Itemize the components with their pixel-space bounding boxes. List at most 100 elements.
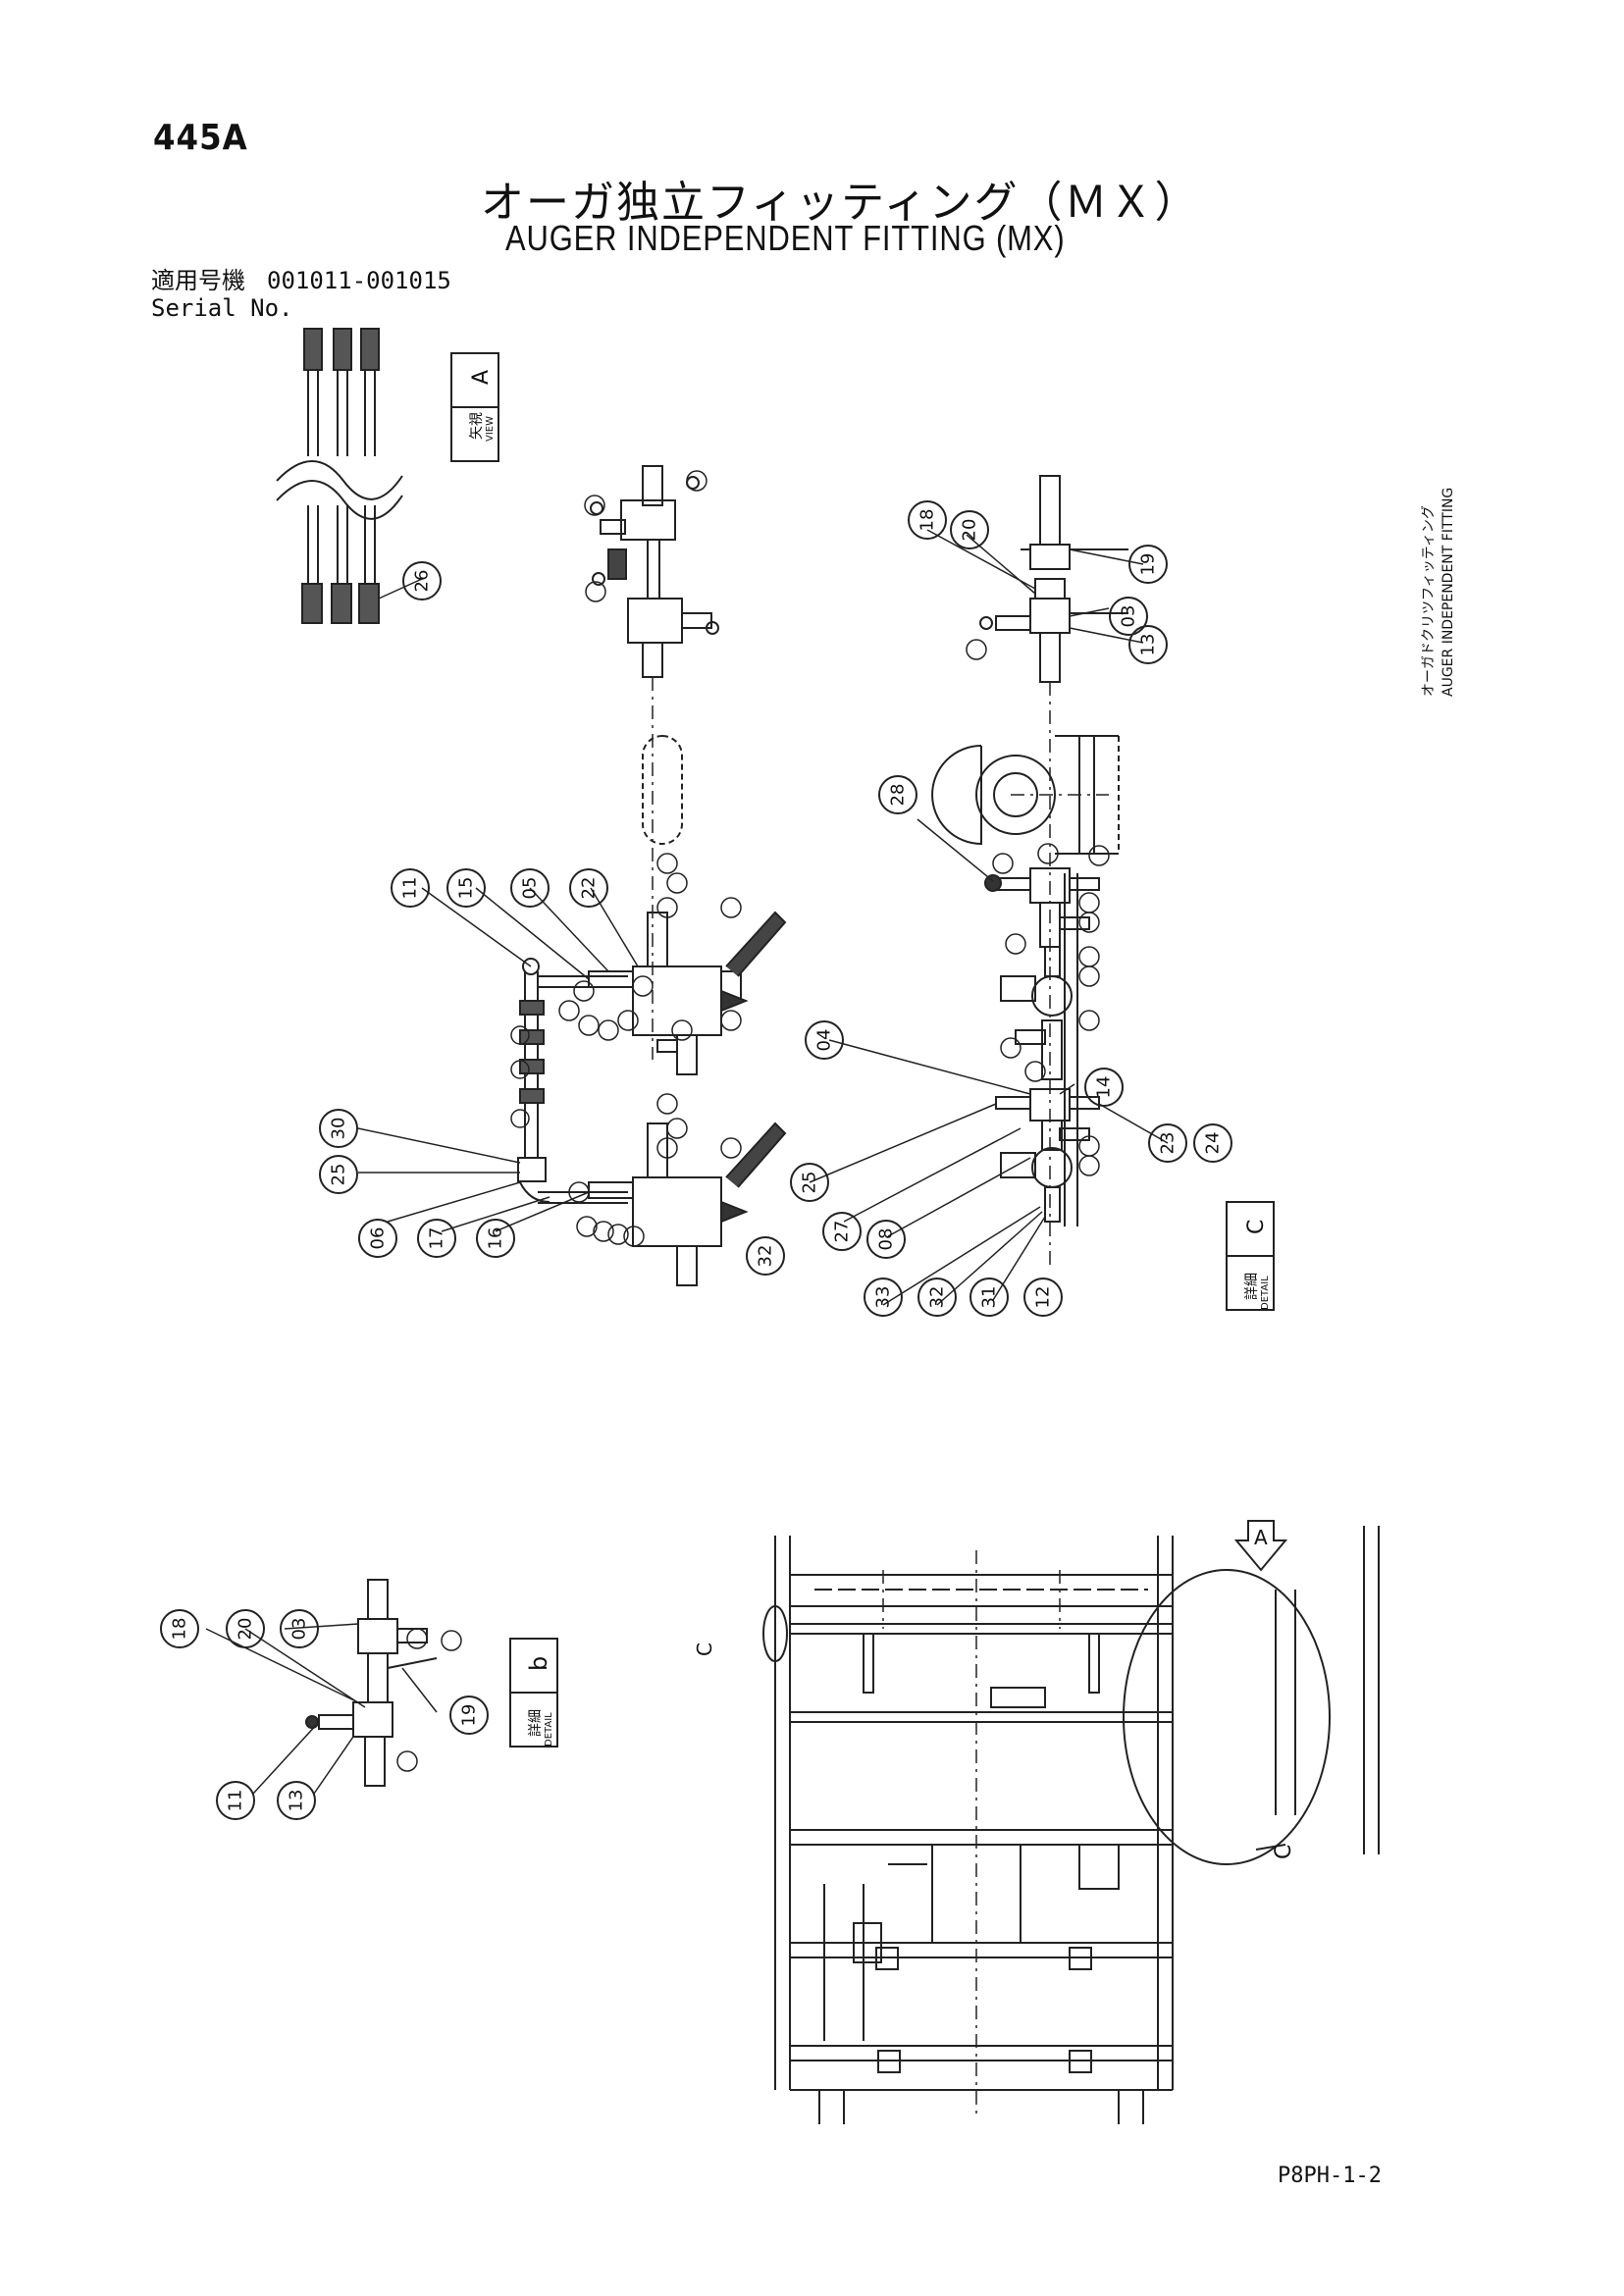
page-number: 445A xyxy=(153,118,248,158)
side-title: オーガドクリツフィッティング AUGER INDEPENDENT FITTING xyxy=(1421,488,1456,697)
detail-b-box: 詳細 DETAIL b xyxy=(509,1638,558,1748)
balloon-32-right: 32 xyxy=(917,1278,957,1317)
callout-c-label: C xyxy=(1272,1845,1296,1859)
view-a-en: VIEW xyxy=(485,416,496,442)
svg-text:11: 11 xyxy=(226,1790,246,1812)
svg-text:03: 03 xyxy=(1119,605,1139,628)
balloon-03-top: 03 xyxy=(1109,597,1148,636)
hose-1 xyxy=(301,328,323,624)
svg-text:15: 15 xyxy=(456,877,477,900)
callout-balloons: 26 18 20 19 03 13 28 11 15 05 22 30 25 0… xyxy=(160,500,1232,1820)
svg-text:24: 24 xyxy=(1203,1132,1224,1155)
detail-c-box: 詳細 DETAIL C xyxy=(1226,1201,1275,1311)
balloon-03-bottom: 03 xyxy=(280,1609,319,1648)
balloon-16: 16 xyxy=(476,1219,515,1258)
detail-b-letter: b xyxy=(525,1656,552,1671)
svg-text:20: 20 xyxy=(960,519,980,542)
balloon-30: 30 xyxy=(319,1109,358,1148)
balloon-26-top: 26 xyxy=(402,561,442,600)
swivel-joint xyxy=(931,735,1120,855)
balloon-19-bottom: 19 xyxy=(449,1696,489,1735)
svg-text:32: 32 xyxy=(927,1286,948,1309)
detail-c-assembly xyxy=(984,867,1100,1226)
balloon-11-left: 11 xyxy=(391,868,430,908)
balloon-23: 23 xyxy=(1148,1123,1187,1163)
svg-text:19: 19 xyxy=(1138,553,1159,576)
svg-text:18: 18 xyxy=(170,1618,190,1641)
svg-text:25: 25 xyxy=(800,1172,820,1194)
serial-label-jp: 適用号機 xyxy=(151,267,245,294)
svg-text:04: 04 xyxy=(814,1029,835,1052)
slot-outline xyxy=(642,735,683,845)
callout-b-label: C xyxy=(693,1643,716,1656)
detail-b-jp: 詳細 xyxy=(528,1709,544,1737)
svg-text:30: 30 xyxy=(329,1118,349,1140)
balloon-24: 24 xyxy=(1193,1123,1232,1163)
break-line-2 xyxy=(276,480,403,520)
detail-b-callout-circle xyxy=(762,1605,788,1662)
balloon-31: 31 xyxy=(969,1278,1009,1317)
balloon-27: 27 xyxy=(822,1212,862,1251)
svg-text:13: 13 xyxy=(1138,634,1159,656)
balloon-13-bottom: 13 xyxy=(277,1781,316,1820)
balloon-20-bottom: 20 xyxy=(226,1609,265,1648)
detail-b-assembly xyxy=(305,1579,438,1787)
hose-3 xyxy=(358,328,380,624)
machine-frame xyxy=(774,1536,1174,2124)
view-arrow-a: A xyxy=(1233,1520,1288,1572)
detail-c-letter: C xyxy=(1244,1220,1269,1234)
balloon-12: 12 xyxy=(1023,1278,1063,1317)
small-tags xyxy=(396,470,1110,1772)
frame-centerlines xyxy=(882,1550,1061,2119)
svg-text:28: 28 xyxy=(888,784,909,807)
side-title-en: AUGER INDEPENDENT FITTING xyxy=(1441,488,1456,697)
balloon-32-left: 32 xyxy=(746,1236,785,1276)
balloon-33: 33 xyxy=(864,1278,903,1317)
balloon-25-left: 25 xyxy=(319,1155,358,1194)
svg-text:11: 11 xyxy=(400,877,421,900)
svg-text:06: 06 xyxy=(368,1227,389,1250)
balloon-18-bottom: 18 xyxy=(160,1609,199,1648)
detail-c-callout-circle xyxy=(1123,1569,1331,1865)
svg-text:08: 08 xyxy=(876,1228,897,1251)
serial-range: 001011-001015 xyxy=(267,267,451,294)
right-vertical-rails xyxy=(1275,1526,1380,1854)
detail-b-en: DETAIL xyxy=(544,1712,554,1747)
svg-text:17: 17 xyxy=(427,1227,447,1250)
balloon-19-top: 19 xyxy=(1128,545,1168,584)
view-a-jp: 矢視 xyxy=(469,412,485,440)
balloon-11-bottom: 11 xyxy=(216,1781,255,1820)
balloon-05: 05 xyxy=(510,868,550,908)
svg-text:26: 26 xyxy=(412,570,433,593)
break-line xyxy=(276,460,403,500)
centerlines xyxy=(652,677,1109,1266)
svg-text:27: 27 xyxy=(832,1221,853,1243)
svg-text:25: 25 xyxy=(329,1164,349,1186)
svg-text:31: 31 xyxy=(979,1286,1000,1309)
view-a-box: 矢視 VIEW A xyxy=(450,352,499,462)
svg-text:19: 19 xyxy=(459,1704,480,1727)
title-english: AUGER INDEPENDENT FITTING (MX) xyxy=(505,218,1066,258)
svg-text:16: 16 xyxy=(486,1227,506,1250)
callout-leader xyxy=(1255,1844,1286,1851)
svg-text:33: 33 xyxy=(873,1286,894,1309)
svg-text:12: 12 xyxy=(1033,1286,1054,1309)
svg-text:03: 03 xyxy=(289,1618,310,1641)
balloon-08: 08 xyxy=(866,1220,906,1259)
hose-assembly xyxy=(276,328,403,624)
detail-c-jp: 詳細 xyxy=(1244,1273,1260,1300)
side-title-jp: オーガドクリツフィッティング xyxy=(1421,505,1437,697)
detail-c-en: DETAIL xyxy=(1260,1276,1271,1310)
svg-text:18: 18 xyxy=(917,509,938,532)
serial-label-en: Serial No. xyxy=(151,294,293,322)
hose-2 xyxy=(331,328,352,624)
balloon-28: 28 xyxy=(878,775,917,814)
svg-text:22: 22 xyxy=(579,877,600,900)
svg-text:23: 23 xyxy=(1158,1132,1179,1155)
leader-lines xyxy=(205,529,1169,1713)
svg-text:05: 05 xyxy=(520,877,541,900)
svg-text:32: 32 xyxy=(756,1245,776,1268)
arrow-a-label: A xyxy=(1254,1526,1268,1549)
balloon-04: 04 xyxy=(805,1020,844,1060)
